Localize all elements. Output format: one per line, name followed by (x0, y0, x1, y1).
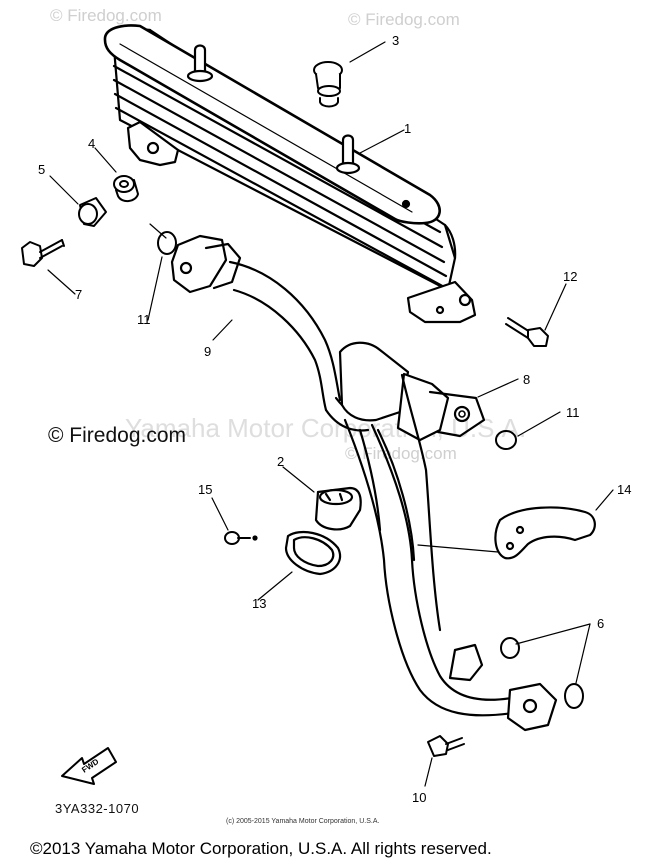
oil-cooler (103, 24, 477, 324)
watermark-yamaha: Yamaha Motor Corporation, U.S.A. (125, 413, 527, 443)
o-ring (500, 637, 520, 659)
screw (224, 531, 258, 545)
bolt (505, 317, 549, 347)
callout-15: 15 (198, 482, 212, 497)
watermark-firedog: © Firedog.com (50, 6, 162, 25)
bolt (21, 239, 65, 267)
callout-12: 12 (563, 269, 577, 284)
callouts: 3 1 4 5 7 11 9 8 12 11 2 14 15 13 6 10 (38, 33, 631, 805)
band (284, 530, 342, 576)
bolt (427, 735, 465, 757)
watermark-firedog: © Firedog.com (345, 444, 457, 463)
firedog-mark: © Firedog.com (48, 424, 187, 447)
callout-6: 6 (597, 616, 604, 631)
leader-lines (47, 41, 614, 787)
callout-7: 7 (75, 287, 82, 302)
watermark-firedog: © Firedog.com (348, 10, 460, 29)
o-ring (495, 430, 517, 450)
callout-10: 10 (412, 790, 426, 805)
callout-3: 3 (392, 33, 399, 48)
callout-14: 14 (617, 482, 631, 497)
diagram-code: 3YA332-1070 (55, 801, 140, 816)
callout-9: 9 (204, 344, 211, 359)
callout-5: 5 (38, 162, 45, 177)
o-ring (564, 683, 584, 709)
callout-4: 4 (88, 136, 95, 151)
callout-2: 2 (277, 454, 284, 469)
collar (113, 175, 139, 202)
footer-copyright: ©2013 Yamaha Motor Corporation, U.S.A. A… (30, 839, 492, 858)
small-copyright: (c) 2005-2015 Yamaha Motor Corporation, … (226, 818, 380, 825)
sleeve (78, 197, 107, 227)
callout-1: 1 (404, 121, 411, 136)
grommet (313, 61, 343, 108)
fwd-arrow (61, 747, 117, 785)
callout-11-upper: 11 (137, 312, 151, 327)
callout-8: 8 (523, 372, 530, 387)
clamp (314, 486, 362, 531)
callout-13: 13 (252, 596, 266, 611)
callout-11-lower: 11 (566, 405, 580, 420)
oil-hose (170, 234, 558, 732)
o-ring (157, 231, 177, 255)
cover (494, 506, 596, 560)
